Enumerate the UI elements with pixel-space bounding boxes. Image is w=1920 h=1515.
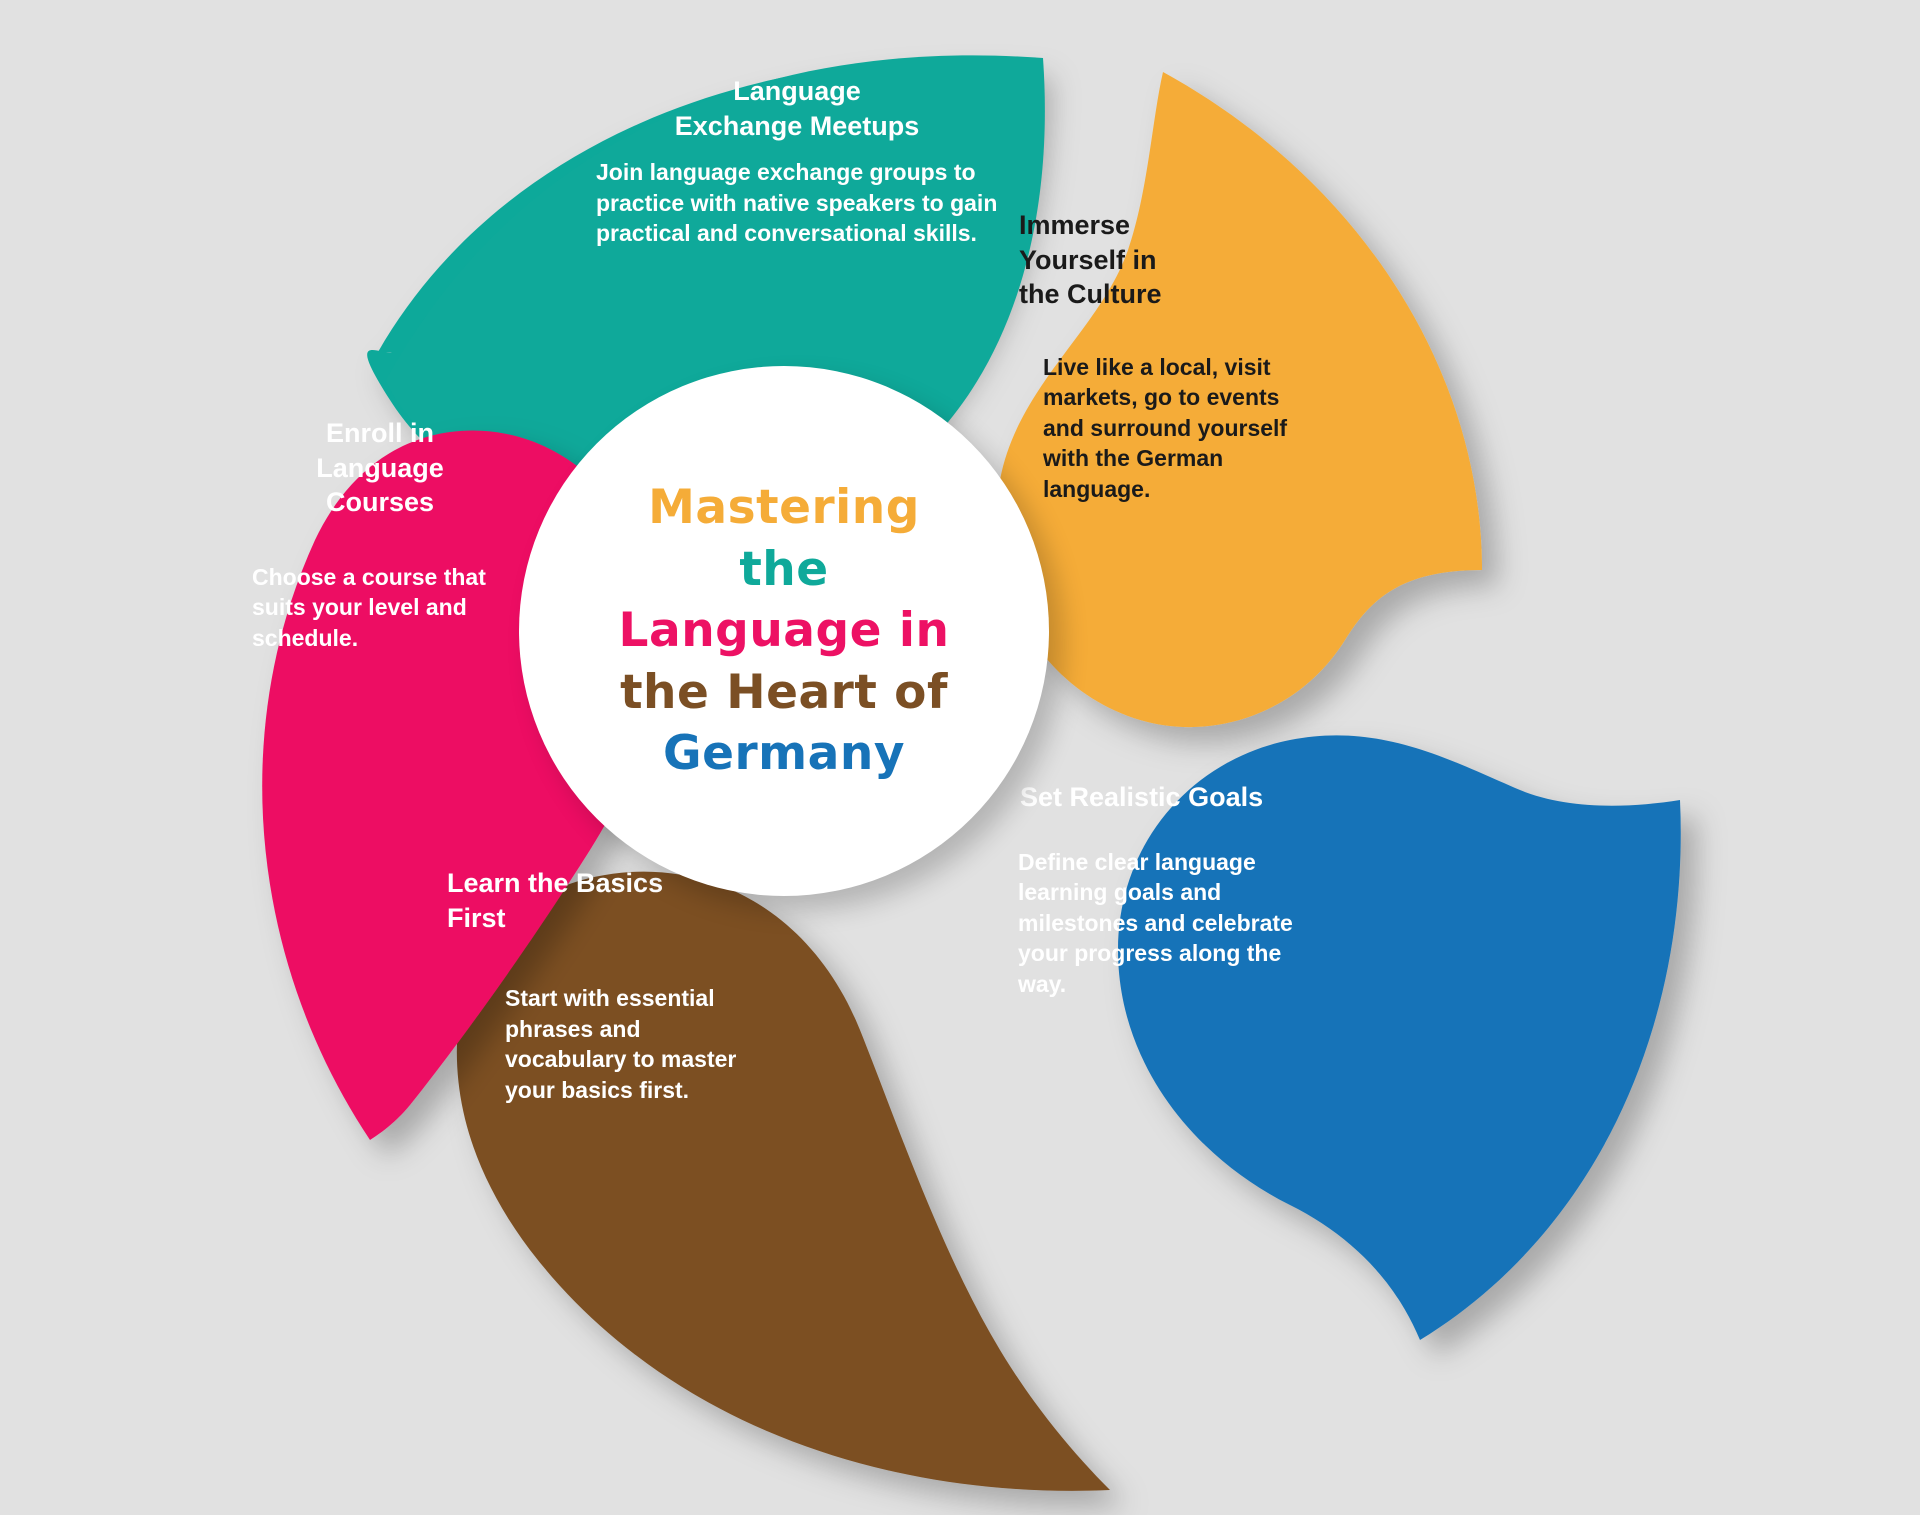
petal-brown[interactable] <box>456 871 1110 1491</box>
petal-blue-text: Set Realistic Goals Define clear languag… <box>1018 780 1318 999</box>
petal-blue-title: Set Realistic Goals <box>1020 782 1264 812</box>
center-title-line-1: Mastering <box>648 480 920 536</box>
center-hub: Mastering the Language in the Heart of G… <box>519 366 1049 896</box>
petal-orange[interactable] <box>996 72 1482 728</box>
petal-blue-body: Define clear language learning goals and… <box>1018 848 1293 997</box>
center-title-line-5: Germany <box>663 726 905 782</box>
petal-brown-body: Start with essential phrases and vocabul… <box>505 985 737 1103</box>
petal-teal-body: Join language exchange groups to practic… <box>596 159 998 247</box>
petal-pink-body: Choose a course that suits your level an… <box>252 563 486 651</box>
center-title-line-2: the <box>739 541 829 597</box>
center-title-line-3: Language in <box>618 603 950 659</box>
center-title-line-4: the Heart of <box>620 664 948 720</box>
petal-blue[interactable] <box>1118 735 1681 1340</box>
petal-orange-body: Live like a local, visit markets, go to … <box>1043 353 1288 502</box>
